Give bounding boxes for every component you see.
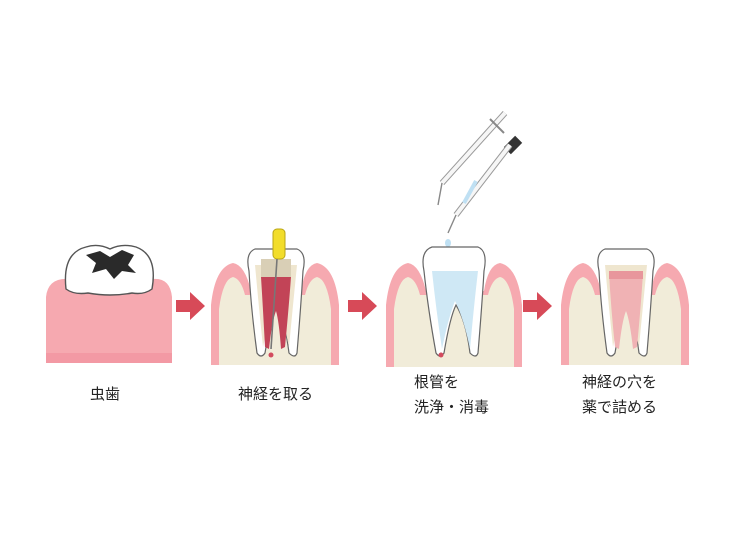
decay [86, 250, 136, 279]
arrow-right-icon [348, 292, 377, 320]
cavity-tooth-illustration [46, 244, 172, 363]
gum [46, 278, 172, 363]
syringe-icon [447, 135, 523, 234]
step-label-clean: 根管を 洗浄・消毒 [414, 373, 490, 416]
step-label-remove-nerve: 神経を取る [238, 385, 314, 403]
arrow-right-icon [523, 292, 552, 320]
fill-canal-illustration [561, 248, 689, 365]
step-label-fill: 神経の穴を 薬で詰める [582, 373, 658, 416]
pulp [261, 277, 291, 349]
filled-canal [609, 273, 643, 349]
arrow-right-icon [176, 292, 205, 320]
remove-nerve-illustration [211, 228, 339, 365]
clean-disinfect-illustration [386, 110, 523, 367]
syringe-icon [437, 110, 508, 206]
file-shaft [270, 258, 278, 350]
washed-canal [432, 271, 478, 349]
droplet-icon [445, 239, 451, 247]
file-handle [272, 228, 286, 260]
step-label-cavity: 虫歯 [90, 385, 121, 403]
